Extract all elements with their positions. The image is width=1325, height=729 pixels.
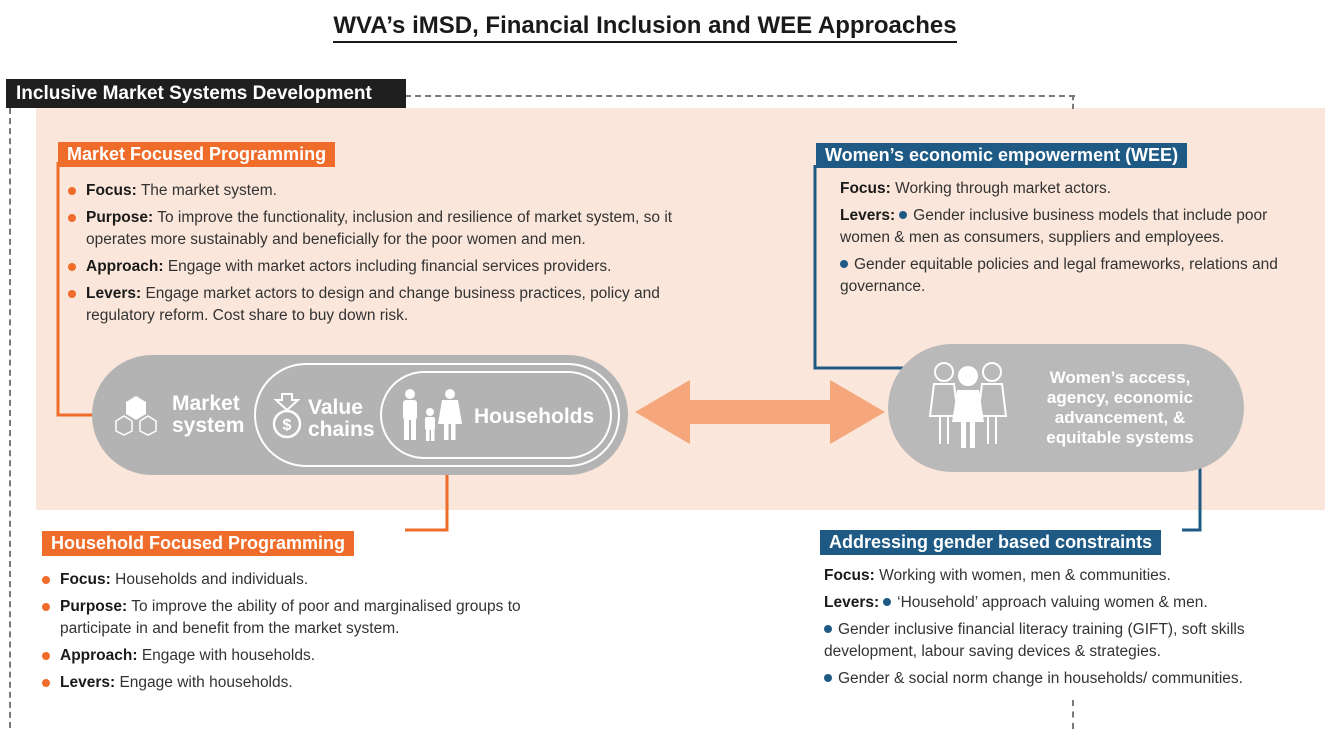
gender-focus: Focus: Working with women, men & communi… (824, 567, 1171, 584)
wee-focus: Focus: Working through market actors. (840, 180, 1112, 197)
dashed-border-left (9, 108, 11, 728)
gender-lever-3: Gender & social norm change in household… (824, 668, 1304, 690)
dashed-border-right (1072, 95, 1074, 109)
list-item: Approach: Engage with households. (38, 645, 538, 667)
gender-header: Addressing gender based constraints (820, 530, 1162, 555)
wee-header: Women’s economic empowerment (WEE) (816, 143, 1188, 168)
imsd-label: Inclusive Market Systems Development (6, 79, 406, 108)
page-title: WVA’s iMSD, Financial Inclusion and WEE … (0, 12, 1290, 43)
list-item: Purpose: To improve the ability of poor … (38, 596, 538, 640)
wee-body: Focus: Working through market actors. Le… (840, 178, 1310, 303)
households-pill (380, 371, 612, 459)
market-focused-list: Focus: The market system. Purpose: To im… (64, 180, 704, 332)
outcome-label: Women’s access, agency, economic advance… (1046, 368, 1194, 447)
family-icon (403, 389, 462, 441)
list-item: Purpose: To improve the functionality, i… (64, 207, 704, 251)
households-label: Households (474, 405, 595, 428)
outcome-pill (888, 344, 1244, 472)
list-item: Levers: Engage market actors to design a… (64, 283, 704, 327)
list-item: Focus: Households and individuals. (38, 569, 538, 591)
household-focused-list: Focus: Households and individuals. Purpo… (38, 569, 538, 699)
connector-gender (1182, 450, 1205, 532)
list-item: Approach: Engage with market actors incl… (64, 256, 704, 278)
market-system-label: Market system (172, 392, 245, 437)
gender-body: Focus: Working with women, men & communi… (824, 565, 1304, 695)
dashed-border-right-lower (1072, 700, 1074, 729)
dashed-border-top (405, 95, 1075, 97)
connector-household (405, 450, 452, 532)
value-chains-label: Value chains (308, 396, 375, 441)
gender-lever-2: Gender inclusive financial literacy trai… (824, 621, 1245, 660)
hexagon-icon (115, 396, 157, 436)
connector-wee (813, 165, 933, 373)
double-arrow-icon (635, 380, 885, 444)
gender-lever-1: Levers:‘Household’ approach valuing wome… (824, 594, 1208, 611)
women-group-icon (928, 362, 1008, 448)
list-item: Focus: The market system. (64, 180, 704, 202)
wee-lever-2: Gender equitable policies and legal fram… (840, 256, 1278, 295)
money-bag-icon: $ (272, 393, 302, 439)
list-item: Levers: Engage with households. (38, 672, 538, 694)
household-focused-header: Household Focused Programming (42, 531, 355, 556)
market-focused-header: Market Focused Programming (58, 142, 336, 167)
wee-lever-1: Levers:Gender inclusive business models … (840, 207, 1268, 246)
svg-text:$: $ (283, 417, 292, 434)
